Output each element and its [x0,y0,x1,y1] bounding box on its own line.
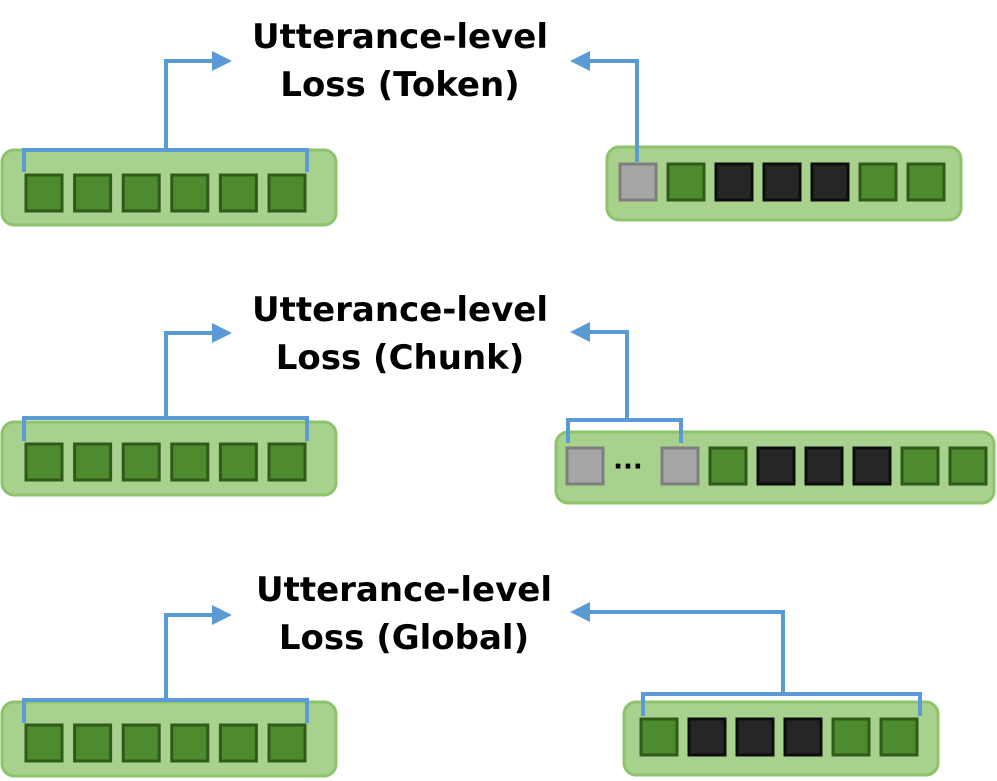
panel-chunk: Utterance-level Loss (Chunk) ··· [0,290,996,505]
black-token [756,446,796,486]
panel-token: Utterance-level Loss (Token) [0,17,963,227]
black-token [810,162,850,202]
green-token [24,442,64,482]
green-token [267,723,307,763]
panel-title-line1: Utterance-level [256,570,552,610]
green-token [73,442,113,482]
right-arrow-icon [164,323,232,407]
left-arrow-icon [570,322,629,409]
left-arrow-icon [570,51,639,162]
black-token [735,717,775,757]
bracket [566,409,683,443]
left-sequence [0,323,338,497]
green-token [639,717,679,757]
black-token [714,162,754,202]
black-token [852,446,892,486]
green-token [121,723,161,763]
bracket [641,683,922,716]
green-token [267,442,307,482]
panel-title-line1: Utterance-level [252,290,548,330]
green-token [24,173,64,213]
gray-token [618,162,658,202]
left-sequence [0,51,338,227]
bracket [22,139,309,172]
green-token [708,446,748,486]
green-token [900,446,940,486]
right-arrow-icon [164,605,232,689]
green-token [121,442,161,482]
panel-title-line2: Loss (Global) [279,618,529,658]
panel-title-line2: Loss (Token) [280,65,519,105]
black-token [783,717,823,757]
panel-title-line2: Loss (Chunk) [276,338,525,378]
black-token [687,717,727,757]
bracket [22,689,309,723]
green-token [267,173,307,213]
green-token [170,723,210,763]
green-token [24,723,64,763]
ellipsis-text: ··· [613,452,643,482]
green-token [170,173,210,213]
gray-token [660,446,700,486]
green-token [218,442,258,482]
green-token [73,723,113,763]
right-sequence [570,602,940,777]
panel-title-line1: Utterance-level [252,17,548,57]
green-token [121,173,161,213]
green-token [73,173,113,213]
gray-token [565,446,605,486]
black-token [762,162,802,202]
green-token [948,446,988,486]
green-token [218,173,258,213]
green-token [666,162,706,202]
green-token [906,162,946,202]
green-token [858,162,898,202]
black-token [804,446,844,486]
right-arrow-icon [164,51,232,139]
panel-global: Utterance-level Loss (Global) [0,570,940,778]
green-token [218,723,258,763]
green-token [831,717,871,757]
left-arrow-icon [570,602,785,683]
green-token [170,442,210,482]
green-token [879,717,919,757]
bracket [22,407,309,441]
right-sequence [570,51,963,222]
left-sequence [0,605,338,778]
right-sequence: ··· [554,322,996,505]
